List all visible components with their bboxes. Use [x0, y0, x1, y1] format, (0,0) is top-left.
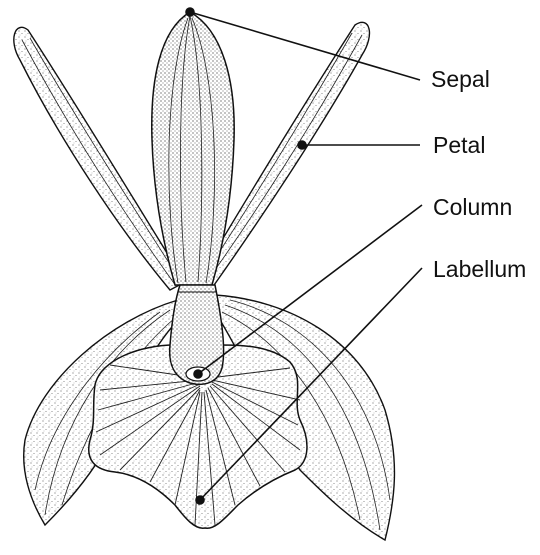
label-column: Column [433, 196, 512, 219]
label-labellum: Labellum [433, 258, 526, 281]
label-petal: Petal [433, 134, 485, 157]
label-sepal: Sepal [431, 68, 490, 91]
labellum-leader-dot [196, 496, 204, 504]
column-leader-dot [194, 370, 202, 378]
sepal-leader-dot [186, 8, 194, 16]
dorsal-sepal [152, 12, 234, 285]
petal-leader-dot [298, 141, 306, 149]
